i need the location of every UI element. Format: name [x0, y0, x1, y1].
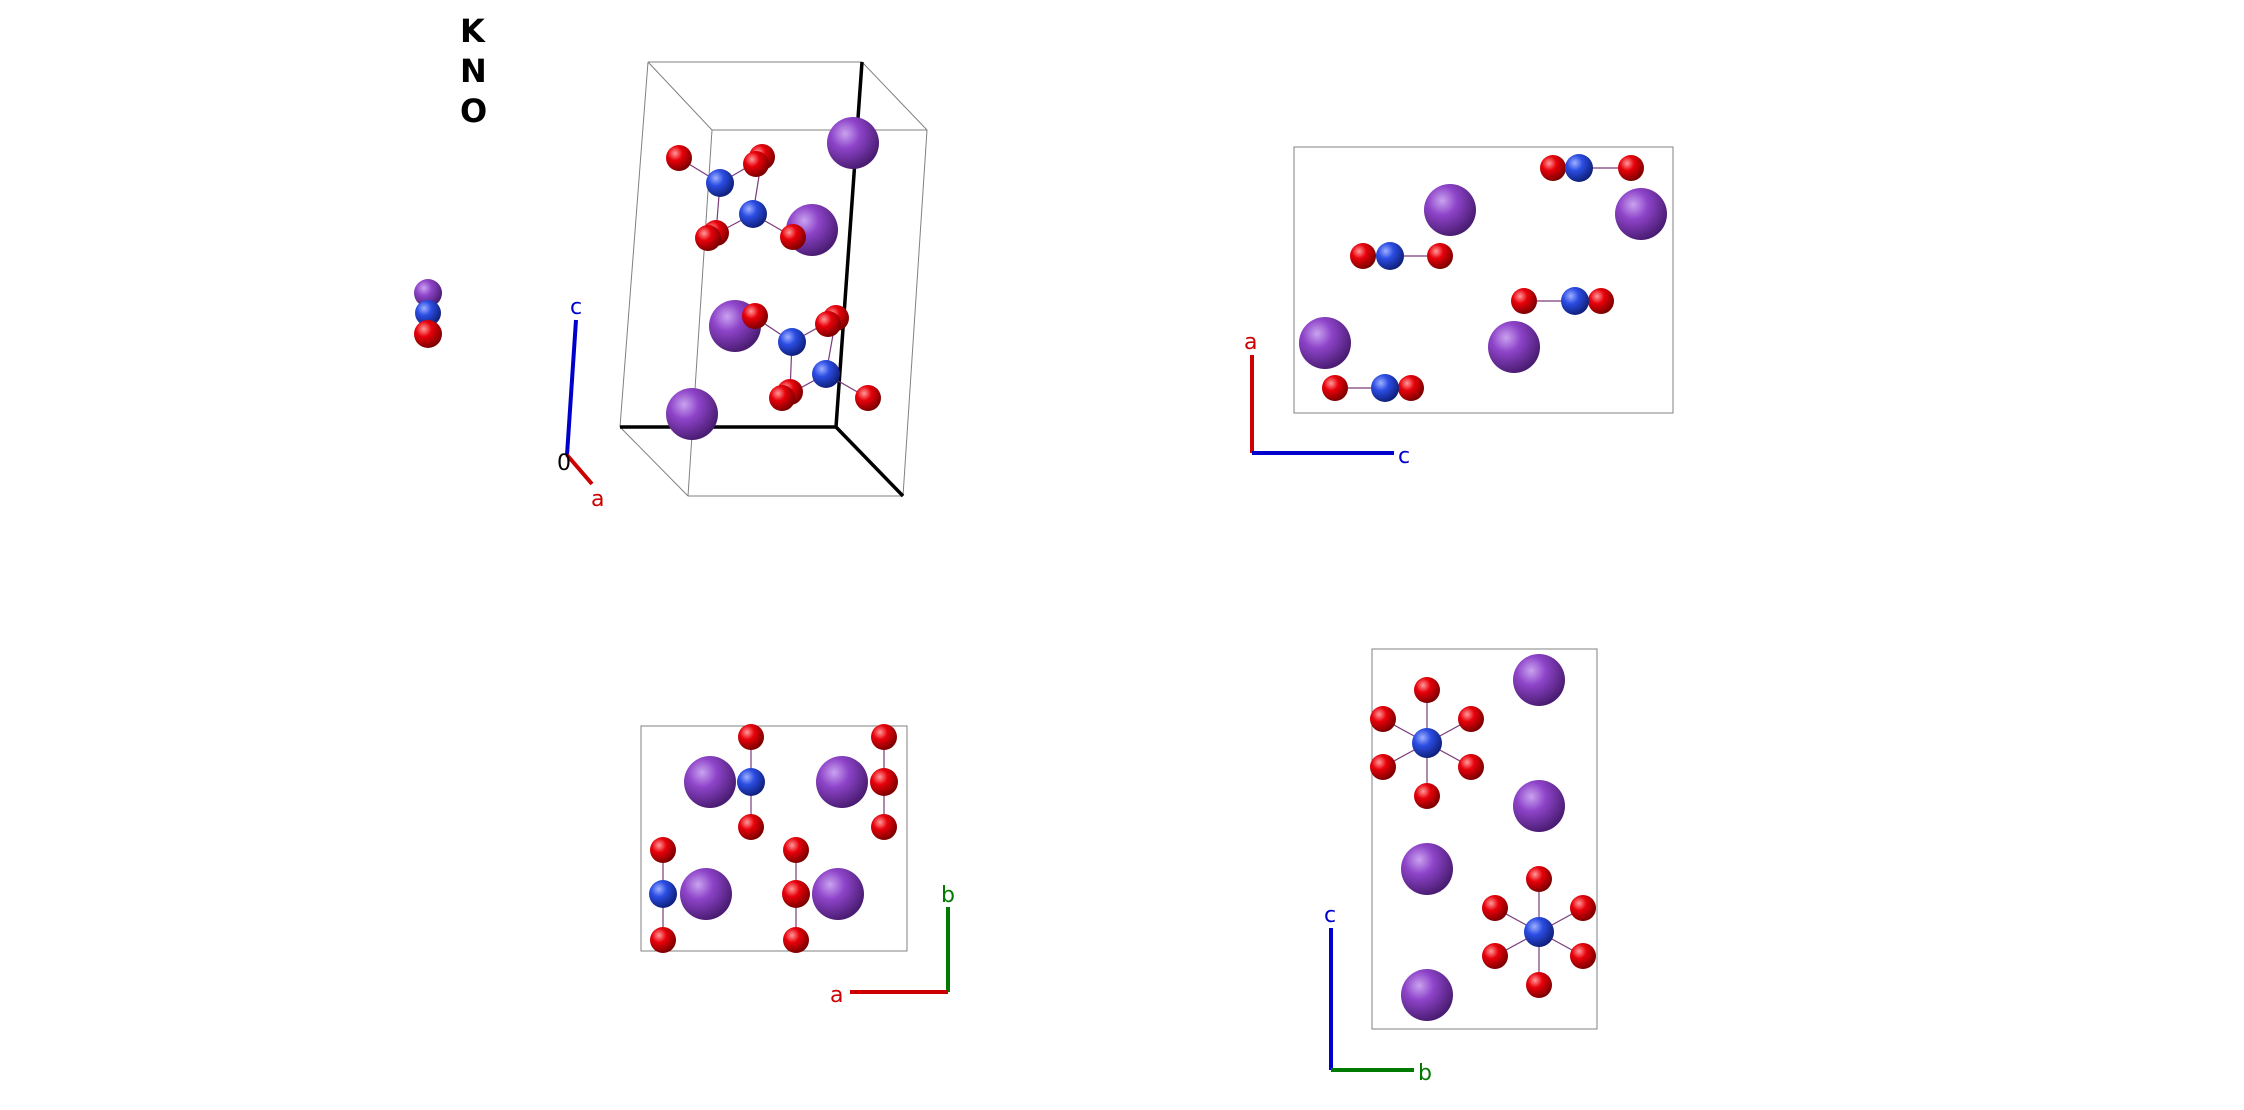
cell-outline — [1293, 146, 1674, 414]
axis-a-label: a — [1244, 330, 1257, 355]
n-atom — [737, 768, 765, 796]
o-atom — [1458, 706, 1484, 732]
n-atom — [1412, 728, 1442, 758]
n-atom — [778, 328, 806, 356]
k-atom — [812, 868, 864, 920]
o-atom — [1540, 155, 1566, 181]
element-legend: K N O — [414, 12, 487, 348]
o-atom — [769, 385, 795, 411]
unit-cell-outline — [619, 61, 928, 497]
o-atom — [1414, 677, 1440, 703]
k-atom — [684, 756, 736, 808]
axis-a-label: a — [591, 487, 604, 512]
o-atom — [783, 837, 809, 863]
o-atom — [1414, 783, 1440, 809]
axis-indicator: b a — [830, 883, 955, 1008]
n-atom — [1524, 917, 1554, 947]
o-atom — [1618, 155, 1644, 181]
axis-indicator: a c — [1244, 330, 1410, 469]
n-atom — [1376, 242, 1404, 270]
o-atom — [695, 225, 721, 251]
k-atom — [1424, 184, 1476, 236]
o-atom — [1511, 288, 1537, 314]
o-atom — [1370, 754, 1396, 780]
axis-indicator: c a 0 — [557, 295, 604, 512]
o-atom — [1458, 754, 1484, 780]
o-atom — [650, 837, 676, 863]
o-atom — [650, 927, 676, 953]
o-atom — [783, 927, 809, 953]
bonds — [1382, 690, 1584, 985]
k-atom — [1299, 317, 1351, 369]
axis-c-label: c — [1398, 444, 1410, 469]
view-along-a: c b — [1324, 648, 1598, 1086]
cell-outline — [1371, 648, 1598, 1030]
o-atom — [1427, 243, 1453, 269]
n-atom — [1565, 154, 1593, 182]
n-atom — [706, 169, 734, 197]
legend-label-k: K — [460, 12, 486, 50]
axis-origin-label: 0 — [557, 451, 571, 476]
o-atom — [871, 724, 897, 750]
o-atom — [1588, 288, 1614, 314]
o-atom — [870, 768, 898, 796]
legend-label-n: N — [460, 52, 487, 90]
o-atom — [1482, 895, 1508, 921]
perspective-view: c a 0 — [557, 61, 928, 512]
axis-a-label: a — [830, 983, 843, 1008]
k-atom — [1488, 321, 1540, 373]
view-along-c: b a — [640, 724, 955, 1008]
o-atom — [743, 151, 769, 177]
o-atom — [1526, 866, 1552, 892]
legend-label-o: O — [460, 92, 487, 130]
axis-b-label: b — [941, 883, 955, 908]
o-atom — [871, 814, 897, 840]
o-atom — [782, 880, 810, 908]
n-atom — [1561, 287, 1589, 315]
o-atom — [742, 303, 768, 329]
o-atom — [738, 724, 764, 750]
axis-indicator: c b — [1324, 903, 1432, 1086]
k-atom — [1401, 843, 1453, 895]
k-atom — [1401, 969, 1453, 1021]
n-atom — [1371, 374, 1399, 402]
o-atom — [1570, 895, 1596, 921]
o-atom — [1322, 375, 1348, 401]
n-atom — [649, 880, 677, 908]
axis-c-line — [565, 319, 578, 456]
o-atom — [1370, 706, 1396, 732]
n-atom — [812, 360, 840, 388]
o-atom — [815, 311, 841, 337]
legend-sphere-k — [414, 279, 442, 307]
o-atom — [855, 385, 881, 411]
cell-outline — [640, 725, 908, 952]
k-atom — [1513, 654, 1565, 706]
k-atom — [1513, 780, 1565, 832]
k-atom — [827, 117, 879, 169]
k-atom — [816, 756, 868, 808]
n-atom — [739, 200, 767, 228]
view-along-b: a c — [1244, 146, 1674, 469]
o-atom — [738, 814, 764, 840]
legend-sphere-o — [414, 320, 442, 348]
o-atom — [1482, 943, 1508, 969]
bonds — [1335, 167, 1631, 389]
o-atom — [1570, 943, 1596, 969]
o-atom — [666, 145, 692, 171]
axis-b-label: b — [1418, 1061, 1432, 1086]
k-atom — [1615, 188, 1667, 240]
o-atom — [1526, 972, 1552, 998]
legend-sphere-n — [415, 300, 441, 326]
o-atom — [1350, 243, 1376, 269]
k-atom — [666, 388, 718, 440]
o-atom — [780, 224, 806, 250]
axis-a-line — [565, 453, 594, 486]
o-atom — [1398, 375, 1424, 401]
k-atom — [680, 868, 732, 920]
axis-c-label: c — [1324, 903, 1336, 928]
axis-c-label: c — [570, 295, 582, 320]
